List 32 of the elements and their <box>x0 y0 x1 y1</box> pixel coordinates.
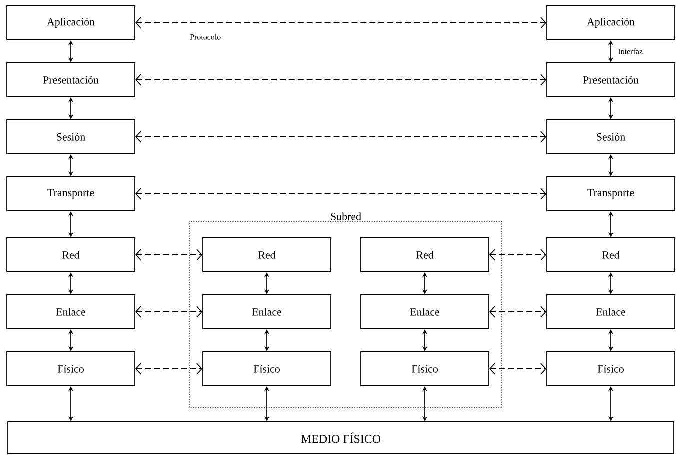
arrow <box>135 306 203 318</box>
arrow <box>135 188 547 200</box>
arrow <box>489 306 547 318</box>
layer-box: Físico <box>6 352 136 386</box>
arrow <box>489 249 547 261</box>
layer-box: Enlace <box>546 294 676 330</box>
layer-box: Red <box>360 238 490 272</box>
layer-box: Sesión <box>546 120 676 154</box>
layer-box: Red <box>6 238 136 272</box>
layer-box: Sesión <box>6 120 136 154</box>
layer-box: Enlace <box>202 294 332 330</box>
layer-box: Aplicación <box>546 6 676 40</box>
arrow <box>135 17 547 29</box>
layer-box: Físico <box>202 352 332 386</box>
arrow <box>135 131 547 143</box>
layer-box: Transporte <box>546 176 676 212</box>
layer-box: Red <box>202 238 332 272</box>
layer-box: Presentación <box>546 62 676 98</box>
layer-box: Enlace <box>6 294 136 330</box>
layer-box: Enlace <box>360 294 490 330</box>
arrow <box>135 249 203 261</box>
arrow <box>489 363 547 375</box>
layer-box: Aplicación <box>6 6 136 40</box>
medium-box: MEDIO FÍSICO <box>8 422 674 454</box>
layer-box: Red <box>546 238 676 272</box>
layer-box: Transporte <box>6 176 136 212</box>
arrow <box>135 363 203 375</box>
layer-box: Físico <box>360 352 490 386</box>
layer-box: Físico <box>546 352 676 386</box>
layer-box: Presentación <box>6 62 136 98</box>
arrow <box>135 74 547 86</box>
node-label: Subred <box>331 212 362 220</box>
